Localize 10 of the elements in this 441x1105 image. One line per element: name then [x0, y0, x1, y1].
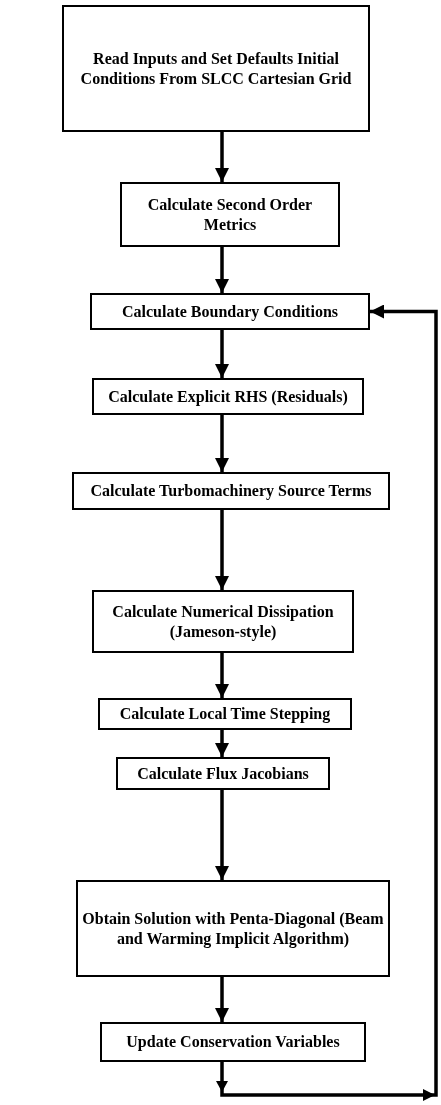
process-box: Calculate Explicit RHS (Residuals) — [92, 378, 364, 415]
process-box: Calculate Turbomachinery Source Terms — [72, 472, 390, 510]
process-box: Calculate Boundary Conditions — [90, 293, 370, 330]
process-box: Calculate Flux Jacobians — [116, 757, 330, 790]
process-box: Calculate Local Time Stepping — [98, 698, 352, 730]
process-box: Obtain Solution with Penta-Diagonal (Beam and Warming Implicit Algorithm) — [76, 880, 390, 977]
process-box: Read Inputs and Set Defaults Initial Conditions From SLCC Cartesian Grid — [62, 5, 370, 132]
process-box: Calculate Second Order Metrics — [120, 182, 340, 247]
process-box: Calculate Numerical Dissipation (Jameson-style) — [92, 590, 354, 653]
process-box: Update Conservation Variables — [100, 1022, 366, 1062]
